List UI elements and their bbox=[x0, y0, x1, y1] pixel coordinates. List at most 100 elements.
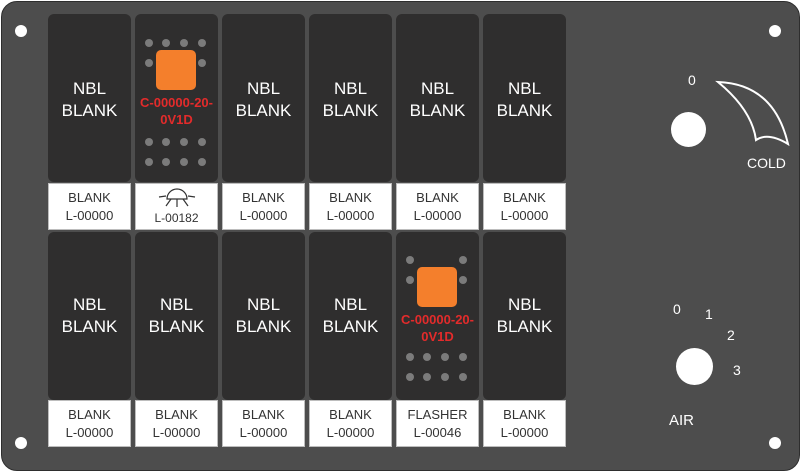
label-code: L-00000 bbox=[152, 425, 201, 440]
indicator-dot bbox=[459, 353, 467, 361]
air-label-2: 2 bbox=[727, 327, 735, 343]
indicator-dot bbox=[145, 138, 153, 146]
label-line: BLANK bbox=[416, 190, 459, 205]
slot-caption: NBL bbox=[507, 79, 542, 98]
air-knob[interactable] bbox=[676, 348, 713, 385]
switch-label: BLANK L-00000 bbox=[222, 400, 305, 447]
indicator-dot bbox=[406, 276, 414, 284]
indicator-dot bbox=[459, 373, 467, 381]
slot-caption: NBL bbox=[246, 295, 281, 314]
slot-caption: NBL bbox=[420, 79, 455, 98]
switch-label: BLANK L-00000 bbox=[48, 183, 131, 230]
switch-label: BLANK L-00000 bbox=[483, 183, 566, 230]
switch-slot-blank[interactable]: NBL BLANK bbox=[309, 14, 392, 182]
label-code: L-00000 bbox=[65, 425, 114, 440]
indicator-code: C-00000-20- bbox=[140, 95, 213, 110]
indicator-code: C-00000-20- bbox=[401, 312, 474, 327]
switch-slot-blank[interactable]: NBL BLANK bbox=[222, 232, 305, 400]
label-code: L-00000 bbox=[65, 208, 114, 223]
indicator-dot bbox=[145, 158, 153, 166]
label-line: FLASHER bbox=[407, 407, 468, 422]
indicator-dot bbox=[162, 39, 170, 47]
indicator-dot bbox=[198, 138, 206, 146]
indicator-dot bbox=[180, 158, 188, 166]
label-code: L-00000 bbox=[239, 208, 288, 223]
switch-label: BLANK L-00000 bbox=[483, 400, 566, 447]
indicator-dot bbox=[441, 373, 449, 381]
label-line: BLANK bbox=[329, 407, 372, 422]
slot-caption: BLANK bbox=[322, 101, 379, 120]
switch-label: BLANK L-00000 bbox=[309, 183, 392, 230]
slot-caption: NBL bbox=[507, 295, 542, 314]
label-line: BLANK bbox=[329, 190, 372, 205]
indicator-dot bbox=[198, 59, 206, 67]
mounting-hole-bottom-left bbox=[15, 437, 27, 449]
switch-slot-blank[interactable]: NBL BLANK bbox=[48, 232, 131, 400]
indicator-lamp bbox=[156, 50, 196, 90]
switch-slot-blank[interactable]: NBL BLANK bbox=[483, 14, 566, 182]
switch-label: BLANK L-00000 bbox=[48, 400, 131, 447]
switch-slot-blank[interactable]: NBL BLANK bbox=[396, 14, 479, 182]
switch-label: FLASHER L-00046 bbox=[396, 400, 479, 447]
mounting-hole-bottom-right bbox=[769, 437, 781, 449]
indicator-code: 0V1D bbox=[160, 112, 193, 127]
switch-slot-blank[interactable]: NBL BLANK bbox=[222, 14, 305, 182]
slot-caption: BLANK bbox=[235, 101, 292, 120]
label-line: BLANK bbox=[503, 190, 546, 205]
label-code: L-00000 bbox=[326, 425, 375, 440]
label-code: L-00000 bbox=[500, 425, 549, 440]
label-code: L-00046 bbox=[413, 425, 462, 440]
slot-caption: NBL bbox=[72, 295, 107, 314]
switch-label: BLANK L-00000 bbox=[396, 183, 479, 230]
indicator-dot bbox=[423, 373, 431, 381]
slot-caption: NBL bbox=[333, 295, 368, 314]
label-line: BLANK bbox=[155, 407, 198, 422]
switch-label: BLANK L-00000 bbox=[309, 400, 392, 447]
switch-label: L-00182 bbox=[135, 183, 218, 230]
switch-slot-blank[interactable]: NBL BLANK bbox=[483, 232, 566, 400]
air-label-0: 0 bbox=[673, 301, 681, 317]
indicator-dot bbox=[198, 158, 206, 166]
indicator-dot bbox=[145, 59, 153, 67]
slot-caption: BLANK bbox=[496, 317, 553, 336]
slot-caption: NBL bbox=[246, 79, 281, 98]
indicator-dot bbox=[406, 256, 414, 264]
slot-caption: NBL bbox=[159, 295, 194, 314]
label-code: L-00000 bbox=[239, 425, 288, 440]
label-line: BLANK bbox=[242, 190, 285, 205]
air-label-1: 1 bbox=[705, 306, 713, 322]
label-code: L-00182 bbox=[154, 211, 199, 225]
slot-caption: BLANK bbox=[409, 101, 466, 120]
slot-caption: BLANK bbox=[496, 101, 553, 120]
label-code: L-00000 bbox=[500, 208, 549, 223]
indicator-dot bbox=[423, 353, 431, 361]
indicator-dot bbox=[441, 353, 449, 361]
switch-slot-blank[interactable]: NBL BLANK bbox=[309, 232, 392, 400]
indicator-dot bbox=[198, 39, 206, 47]
switch-slot-blank[interactable]: NBL BLANK bbox=[48, 14, 131, 182]
label-code: L-00000 bbox=[326, 208, 375, 223]
temperature-knob[interactable] bbox=[671, 112, 706, 147]
indicator-dot bbox=[406, 353, 414, 361]
label-line: BLANK bbox=[68, 407, 111, 422]
indicator-dot bbox=[180, 39, 188, 47]
indicator-switch[interactable]: C-00000-20- 0V1D bbox=[135, 14, 218, 182]
switch-slot-blank[interactable]: NBL BLANK bbox=[135, 232, 218, 400]
indicator-switch-flasher[interactable]: C-00000-20- 0V1D bbox=[396, 232, 479, 400]
mounting-hole-top-right bbox=[769, 25, 781, 37]
indicator-dot bbox=[162, 138, 170, 146]
slot-caption: NBL bbox=[72, 79, 107, 98]
switch-label: BLANK L-00000 bbox=[135, 400, 218, 447]
label-line: BLANK bbox=[503, 407, 546, 422]
slot-caption: BLANK bbox=[61, 317, 118, 336]
air-title: AIR bbox=[669, 412, 695, 429]
label-line: BLANK bbox=[242, 407, 285, 422]
sun-rays-icon bbox=[158, 188, 196, 207]
temp-zero-label: 0 bbox=[688, 72, 696, 88]
indicator-lamp bbox=[417, 267, 457, 307]
indicator-code: 0V1D bbox=[421, 329, 454, 344]
indicator-dot bbox=[180, 138, 188, 146]
slot-caption: BLANK bbox=[61, 101, 118, 120]
mounting-hole-top-left bbox=[15, 25, 27, 37]
